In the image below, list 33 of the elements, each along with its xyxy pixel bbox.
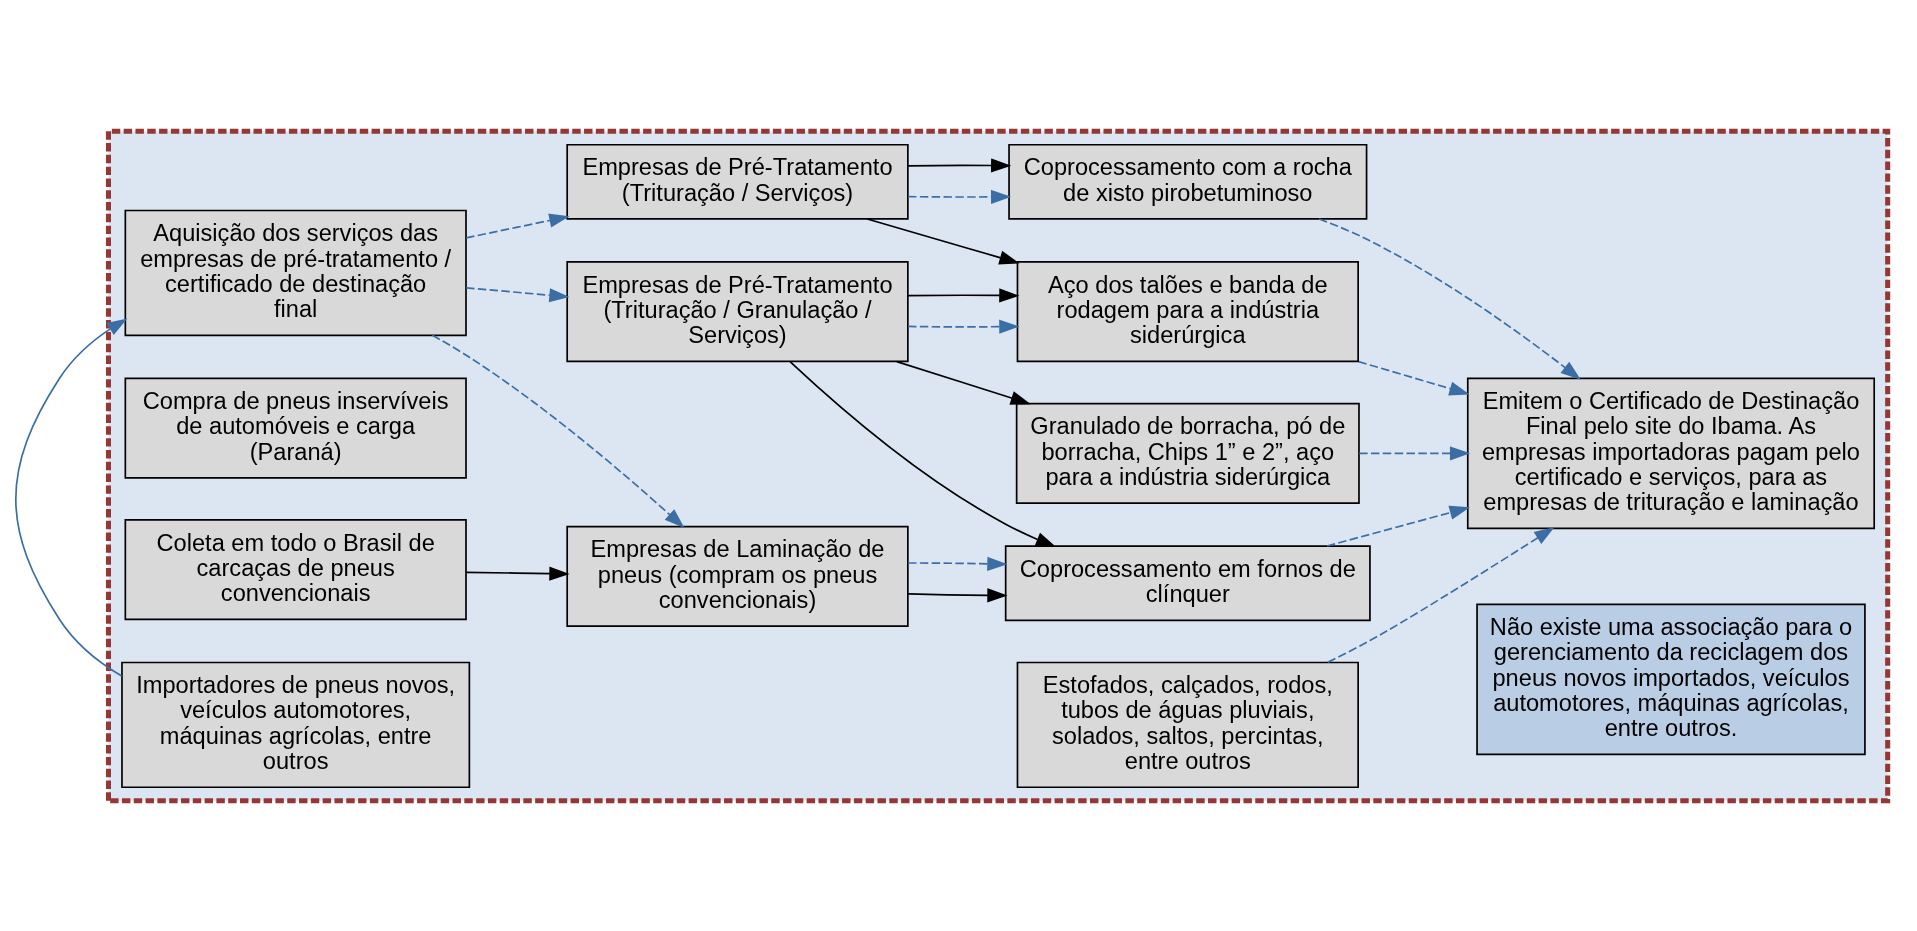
arrow [789, 360, 1057, 547]
arrow [907, 556, 1008, 571]
arrow [1358, 445, 1471, 460]
arrow [465, 286, 570, 302]
arrow [895, 360, 1031, 405]
node-box: Granulado de borracha, pó de borracha, Chips 1” e 2”, aço para a indústria siderúrgica [1015, 402, 1360, 504]
arrow [866, 217, 1020, 264]
arrow [907, 157, 1012, 173]
node-box: Estofados, calçados, rodos, tubos de águas pluviais, solados, saltos, percintas, entre outros [1016, 661, 1359, 788]
node-box: Coprocessamento em fornos de clínquer [1004, 544, 1371, 621]
node-box: Empresas de Laminação de pneus (compram os pneus convencionais) [566, 525, 909, 627]
node-box: Compra de pneus inservíveis de automóveis e carga (Paraná) [124, 376, 467, 479]
node-box: Coleta em todo o Brasil de carcaças de pneus convencionais [124, 518, 467, 620]
arrow [1326, 526, 1555, 663]
arrow [1318, 217, 1581, 380]
arrow [1357, 360, 1470, 395]
node-box: Não existe uma associação para o gerenciamento da reciclagem dos pneus novos importados, veículos automotores, máquinas agrícolas, entre outros. [1476, 602, 1866, 755]
arrow [465, 213, 570, 239]
arrow [907, 287, 1020, 303]
arrow [907, 587, 1008, 602]
arrow [907, 189, 1012, 204]
arrow [465, 566, 570, 581]
node-box: Importadores de pneus novos, veículos automotores, máquinas agrícolas, entre outros [121, 661, 471, 788]
arrow [907, 319, 1020, 334]
node-box: Aquisição dos serviços das empresas de pré-tratamento / certificado de destinação final [124, 209, 467, 336]
node-box: Emitem o Certificado de Destinação Final pelo site do Ibama. As empresas importadoras pagam pelo certificado e serviços, para as empresas de trituração e laminação [1466, 376, 1876, 529]
arrow [14, 318, 128, 677]
node-box: Empresas de Pré-Tratamento (Trituração / Serviços) [566, 143, 909, 220]
node-box: Empresas de Pré-Tratamento (Trituração / Granulação / Serviços) [566, 260, 909, 362]
node-box: Aço dos talões e banda de rodagem para a indústria siderúrgica [1016, 260, 1359, 362]
arrow [431, 333, 685, 528]
arrow [1326, 505, 1470, 547]
node-box: Coprocessamento com a rocha de xisto pirobetuminoso [1008, 143, 1368, 220]
